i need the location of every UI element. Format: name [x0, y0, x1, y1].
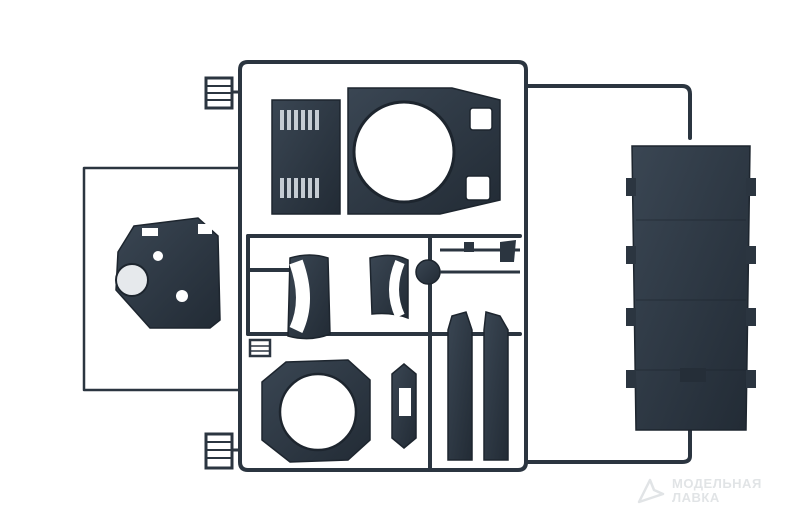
- curved-part-right: [369, 254, 409, 320]
- hull-top-plate: [347, 87, 501, 215]
- engine-deck-part: [271, 99, 341, 215]
- arrow-logo-icon: [637, 478, 665, 504]
- watermark: МОДЕЛЬНАЯ ЛАВКА: [636, 476, 762, 506]
- watermark-text: МОДЕЛЬНАЯ ЛАВКА: [672, 477, 762, 505]
- grille-small-mid: [248, 338, 272, 358]
- small-bracket-parts: [464, 240, 516, 262]
- turret-side-part: [115, 217, 221, 329]
- side-plate-left: [447, 311, 473, 461]
- grille-top-left: [204, 76, 240, 110]
- hull-floor-part: [626, 145, 756, 431]
- watermark-line1: МОДЕЛЬНАЯ: [672, 476, 762, 491]
- side-plate-right: [483, 311, 509, 461]
- watermark-line2: ЛАВКА: [672, 490, 720, 505]
- grille-bottom-left: [204, 432, 240, 470]
- curved-part-left: [287, 254, 331, 340]
- turret-ring-part: [261, 359, 371, 463]
- frame-small-part: [391, 363, 417, 449]
